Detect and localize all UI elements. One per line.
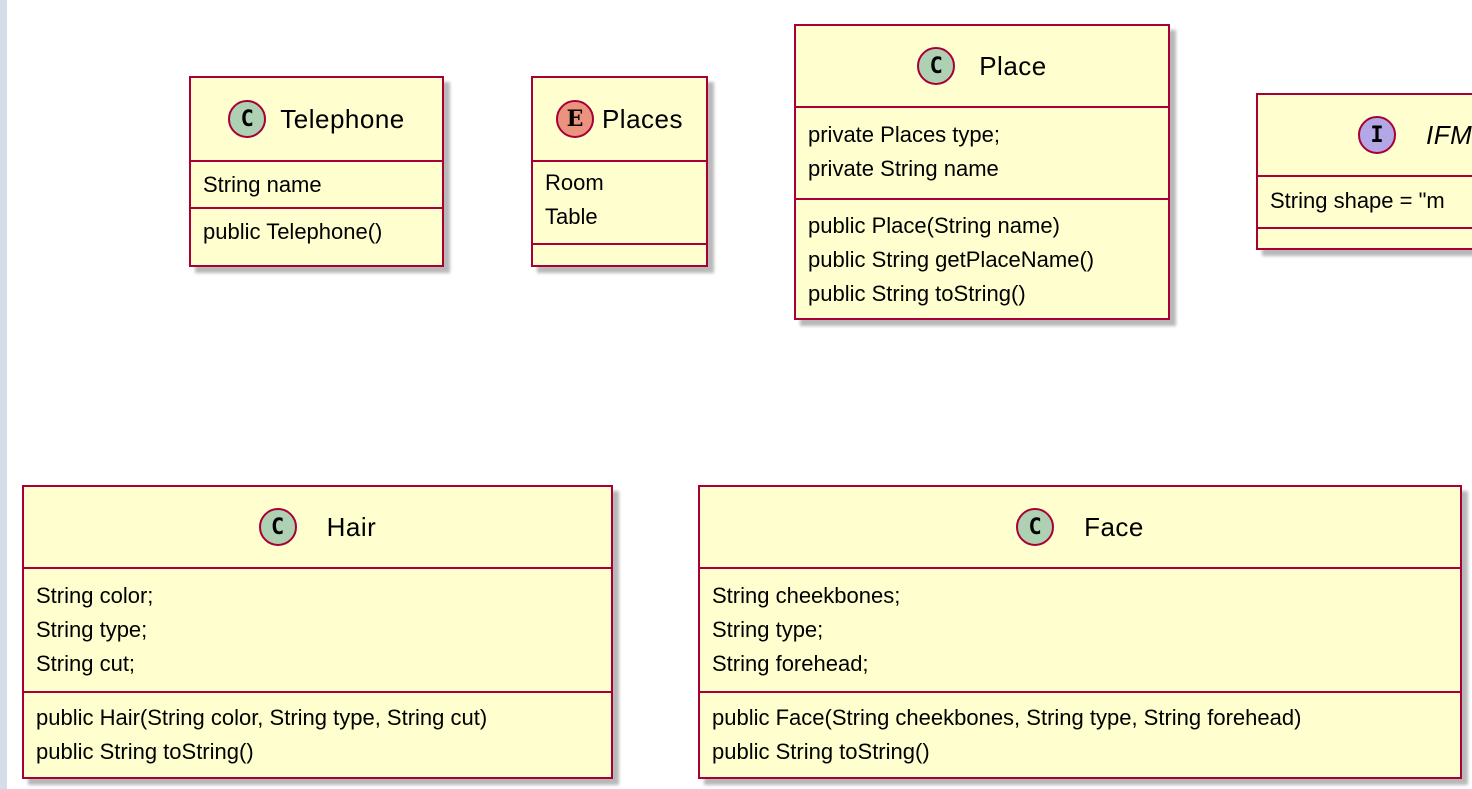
field-line: String name xyxy=(203,172,322,197)
field-line: String shape = "m xyxy=(1270,188,1445,213)
class-place[interactable]: C Place private Places type; private Str… xyxy=(794,24,1170,320)
class-header: C Face xyxy=(700,487,1460,569)
class-name: Place xyxy=(979,50,1047,81)
fields-section: String color; String type; String cut; xyxy=(24,569,611,693)
field-line: private String name xyxy=(808,156,999,181)
methods-section xyxy=(533,245,706,265)
method-line: public String getPlaceName() xyxy=(808,247,1095,272)
field-line: String color; xyxy=(36,583,154,608)
field-line: String cut; xyxy=(36,651,136,676)
class-header: C Hair xyxy=(24,487,611,569)
methods-section: public Face(String cheekbones, String ty… xyxy=(700,693,1460,777)
class-stereotype-icon: C xyxy=(258,508,297,546)
enum-places[interactable]: E Places Room Table xyxy=(531,76,708,267)
fields-section: String cheekbones; String type; String f… xyxy=(700,569,1460,693)
fields-section: String shape = "m xyxy=(1258,177,1472,229)
method-line: public String toString() xyxy=(712,739,930,764)
field-line: String type; xyxy=(36,617,148,642)
left-edge-strip xyxy=(0,0,7,789)
method-line: public Hair(String color, String type, S… xyxy=(36,705,488,730)
method-line: public Telephone() xyxy=(203,219,383,244)
class-telephone[interactable]: C Telephone String name public Telephone… xyxy=(189,76,444,267)
enum-value: Room xyxy=(545,170,604,195)
class-name: Hair xyxy=(326,511,377,542)
field-line: String type; xyxy=(712,617,824,642)
class-face[interactable]: C Face String cheekbones; String type; S… xyxy=(698,485,1462,779)
enum-stereotype-icon: E xyxy=(555,100,594,138)
fields-section: String name xyxy=(191,162,442,209)
values-section: Room Table xyxy=(533,162,706,245)
field-line: String forehead; xyxy=(712,651,869,676)
class-name: Face xyxy=(1084,511,1144,542)
methods-section xyxy=(1258,229,1472,248)
field-line: String cheekbones; xyxy=(712,583,901,608)
methods-section: public Place(String name) public String … xyxy=(796,200,1168,318)
interface-ifm[interactable]: I IFM String shape = "m xyxy=(1256,93,1472,250)
methods-section: public Hair(String color, String type, S… xyxy=(24,693,611,777)
method-line: public String toString() xyxy=(36,739,254,764)
methods-section: public Telephone() xyxy=(191,209,442,265)
class-stereotype-icon: C xyxy=(228,100,267,138)
fields-section: private Places type; private String name xyxy=(796,108,1168,200)
class-name: Places xyxy=(601,103,684,134)
class-hair[interactable]: C Hair String color; String type; String… xyxy=(22,485,613,779)
class-header: E Places xyxy=(533,78,706,162)
enum-value: Table xyxy=(545,204,598,229)
interface-stereotype-icon: I xyxy=(1358,116,1396,154)
method-line: public Place(String name) xyxy=(808,213,1060,238)
method-line: public String toString() xyxy=(808,281,1026,306)
field-line: private Places type; xyxy=(808,122,1000,147)
class-name: Telephone xyxy=(280,103,405,134)
class-header: I IFM xyxy=(1258,95,1472,177)
class-stereotype-icon: C xyxy=(1016,508,1055,546)
class-name: IFM xyxy=(1426,119,1472,150)
class-header: C Place xyxy=(796,26,1168,108)
class-stereotype-icon: C xyxy=(917,47,956,85)
method-line: public Face(String cheekbones, String ty… xyxy=(712,705,1302,730)
class-header: C Telephone xyxy=(191,78,442,162)
